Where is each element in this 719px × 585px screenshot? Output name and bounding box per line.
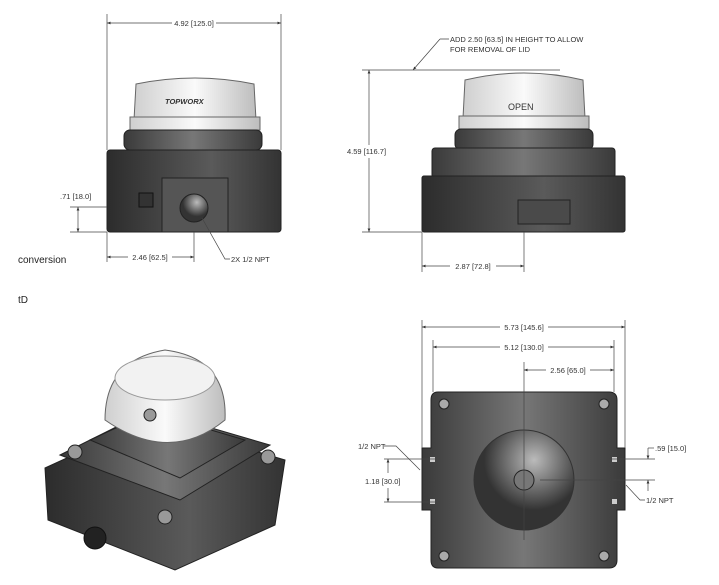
bottom-view: 5.73 [145.6] 5.12 [130.0] 2.56 [65.0] 1/… bbox=[358, 320, 686, 569]
lid-logo: TOPWORX bbox=[165, 97, 205, 106]
side-mid-body bbox=[431, 147, 616, 179]
iso-lid-top bbox=[114, 355, 216, 401]
overall-width-dim: 5.73 [145.6] bbox=[504, 323, 544, 332]
lid-note-line2: FOR REMOVAL OF LID bbox=[450, 45, 531, 54]
side-view: OPEN ADD 2.50 [63.5] IN HEIGHT TO ALLOW … bbox=[347, 35, 626, 272]
front-view: TOPWORX 4.92 [125.0] .71 [18.0] 2.46 [62… bbox=[60, 14, 282, 264]
3d-view-label: tD bbox=[18, 295, 28, 306]
iso-port bbox=[83, 526, 107, 550]
lid-note-line1: ADD 2.50 [63.5] IN HEIGHT TO ALLOW bbox=[450, 35, 584, 44]
front-upper-body bbox=[123, 129, 263, 151]
port-offset-dim: 2.46 [62.5] bbox=[132, 253, 167, 262]
width-dim: 4.92 [125.0] bbox=[174, 19, 214, 28]
height-dim: 4.59 [116.7] bbox=[347, 147, 386, 156]
iso-view bbox=[44, 349, 286, 571]
ground-screw bbox=[138, 192, 154, 208]
port-callout: 2X 1/2 NPT bbox=[231, 255, 270, 264]
offset-dim: 2.87 [72.8] bbox=[455, 262, 490, 271]
conversion-label: conversion bbox=[18, 255, 66, 266]
front-lid bbox=[133, 77, 257, 121]
side-plate bbox=[517, 199, 571, 225]
half-width-dim: 2.56 [65.0] bbox=[550, 366, 585, 375]
left-port-callout: 1/2 NPT bbox=[358, 442, 386, 451]
side-upper-body bbox=[454, 128, 594, 151]
front-port bbox=[179, 193, 209, 223]
port-height-dim: .71 [18.0] bbox=[60, 192, 91, 201]
front-lid-ring bbox=[129, 116, 261, 131]
mount-width-dim: 5.12 [130.0] bbox=[504, 343, 544, 352]
side-lid bbox=[462, 72, 586, 119]
mount-offset-dim: .59 [15.0] bbox=[655, 444, 686, 453]
mount-height-dim: 1.18 [30.0] bbox=[365, 477, 400, 486]
right-port-callout: 1/2 NPT bbox=[646, 496, 674, 505]
side-lid-text: OPEN bbox=[508, 102, 534, 112]
side-lid-ring bbox=[458, 115, 590, 130]
